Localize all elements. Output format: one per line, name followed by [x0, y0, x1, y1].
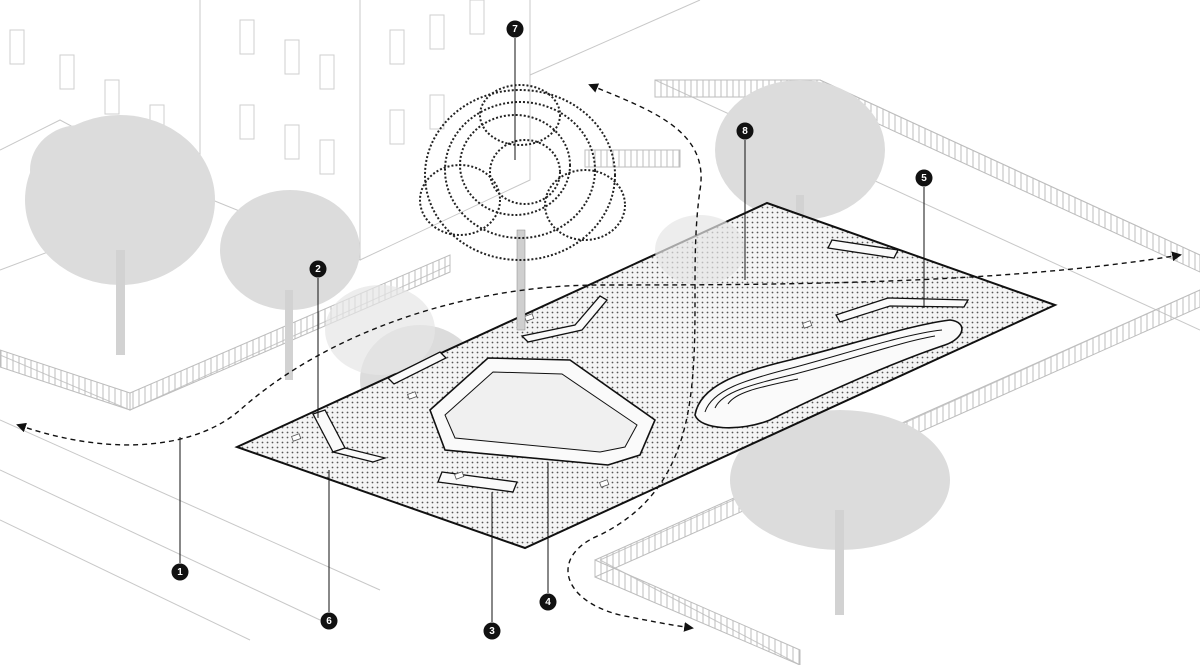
leader-lines — [179, 38, 925, 622]
marker-label: 2 — [315, 264, 321, 275]
numbered-callout-circle-icon — [506, 20, 524, 38]
dashed-arrow-icon — [567, 83, 702, 632]
circulation-paths — [16, 83, 1182, 632]
numbered-callout-circle-icon — [171, 563, 189, 581]
marker-1[interactable]: 1 — [171, 563, 189, 581]
marker-label: 6 — [326, 616, 332, 627]
marker-3[interactable]: 3 — [483, 622, 501, 640]
marker-5[interactable]: 5 — [915, 169, 933, 187]
numbered-callout-circle-icon — [736, 122, 754, 140]
marker-7[interactable]: 7 — [506, 20, 524, 38]
marker-2[interactable]: 2 — [309, 260, 327, 278]
marker-6[interactable]: 6 — [320, 612, 338, 630]
numbered-callout-circle-icon — [483, 622, 501, 640]
tree-icon — [730, 410, 950, 615]
marker-label: 8 — [742, 126, 748, 137]
marker-label: 1 — [177, 567, 183, 578]
numbered-callout-circle-icon — [309, 260, 327, 278]
numbered-callout-circle-icon — [539, 593, 557, 611]
marker-label: 5 — [921, 173, 927, 184]
marker-4[interactable]: 4 — [539, 593, 557, 611]
marker-8[interactable]: 8 — [736, 122, 754, 140]
marker-label: 4 — [545, 597, 551, 608]
numbered-callout-circle-icon — [915, 169, 933, 187]
tree-icon — [25, 115, 215, 355]
marker-label: 7 — [512, 24, 518, 35]
dashed-arrow-icon — [16, 251, 1182, 446]
marker-label: 3 — [489, 626, 495, 637]
numbered-callout-circle-icon — [320, 612, 338, 630]
